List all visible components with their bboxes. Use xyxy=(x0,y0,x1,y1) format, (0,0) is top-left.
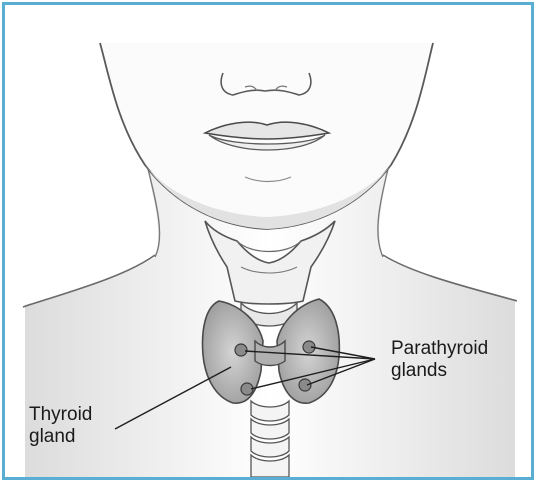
parathyroid-glands-label: Parathyroid glands xyxy=(391,338,488,382)
parathyroid-lower-right xyxy=(299,379,311,391)
parathyroid-label-line2: glands xyxy=(391,360,488,382)
parathyroid-label-line1: Parathyroid xyxy=(391,338,488,360)
parathyroid-upper-left xyxy=(235,344,247,356)
thyroid-gland-label: Thyroid gland xyxy=(29,404,92,448)
thyroid-label-line2: gland xyxy=(29,426,92,448)
thyroid-label-line1: Thyroid xyxy=(29,404,92,426)
